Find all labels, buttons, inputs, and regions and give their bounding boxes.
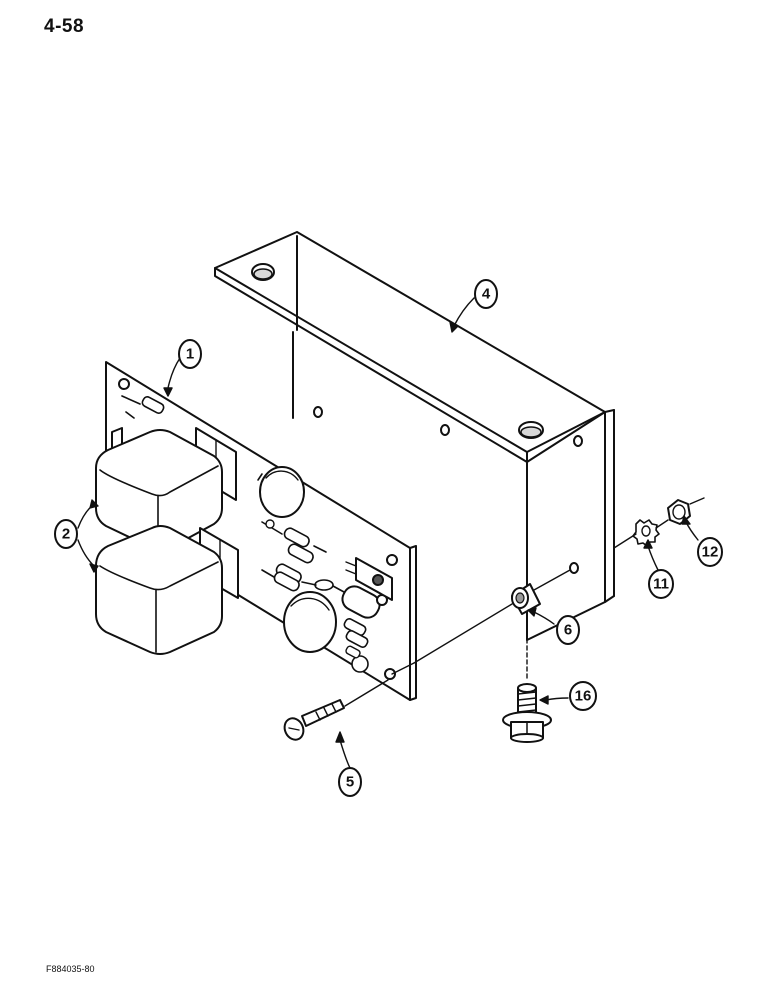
callout-2-label: 2 xyxy=(62,526,70,543)
electrolytic-capacitor xyxy=(341,585,388,619)
callout-11: 11 xyxy=(648,569,674,599)
capacitor-upper xyxy=(259,466,305,518)
screw xyxy=(283,699,345,741)
flange-bolt xyxy=(502,683,552,743)
relay-lower xyxy=(95,525,239,655)
assembly-lines xyxy=(344,497,705,707)
callout-11-label: 11 xyxy=(653,576,669,593)
callout-6-label: 6 xyxy=(564,622,572,639)
callout-5-label: 5 xyxy=(346,774,354,791)
page-number: 4-58 xyxy=(44,16,85,37)
spacer xyxy=(511,583,541,615)
callout-2: 2 xyxy=(54,519,78,549)
callout-16: 16 xyxy=(569,681,597,711)
callout-1: 1 xyxy=(178,339,202,369)
callout-6: 6 xyxy=(556,615,580,645)
callout-4: 4 xyxy=(474,279,498,309)
callout-12: 12 xyxy=(697,537,723,567)
callout-16-label: 16 xyxy=(575,688,592,705)
relay-upper xyxy=(95,427,237,551)
callout-4-label: 4 xyxy=(482,286,491,303)
resistor xyxy=(121,395,369,648)
lock-washer xyxy=(632,519,660,547)
capacitor-lower xyxy=(283,591,337,653)
callout-5: 5 xyxy=(338,767,362,797)
voltage-regulator xyxy=(345,557,393,601)
callout-12-label: 12 xyxy=(702,544,719,561)
callout-1-label: 1 xyxy=(186,346,194,363)
figure-code: F884035-80 xyxy=(46,964,95,974)
leader-lines xyxy=(77,297,699,769)
